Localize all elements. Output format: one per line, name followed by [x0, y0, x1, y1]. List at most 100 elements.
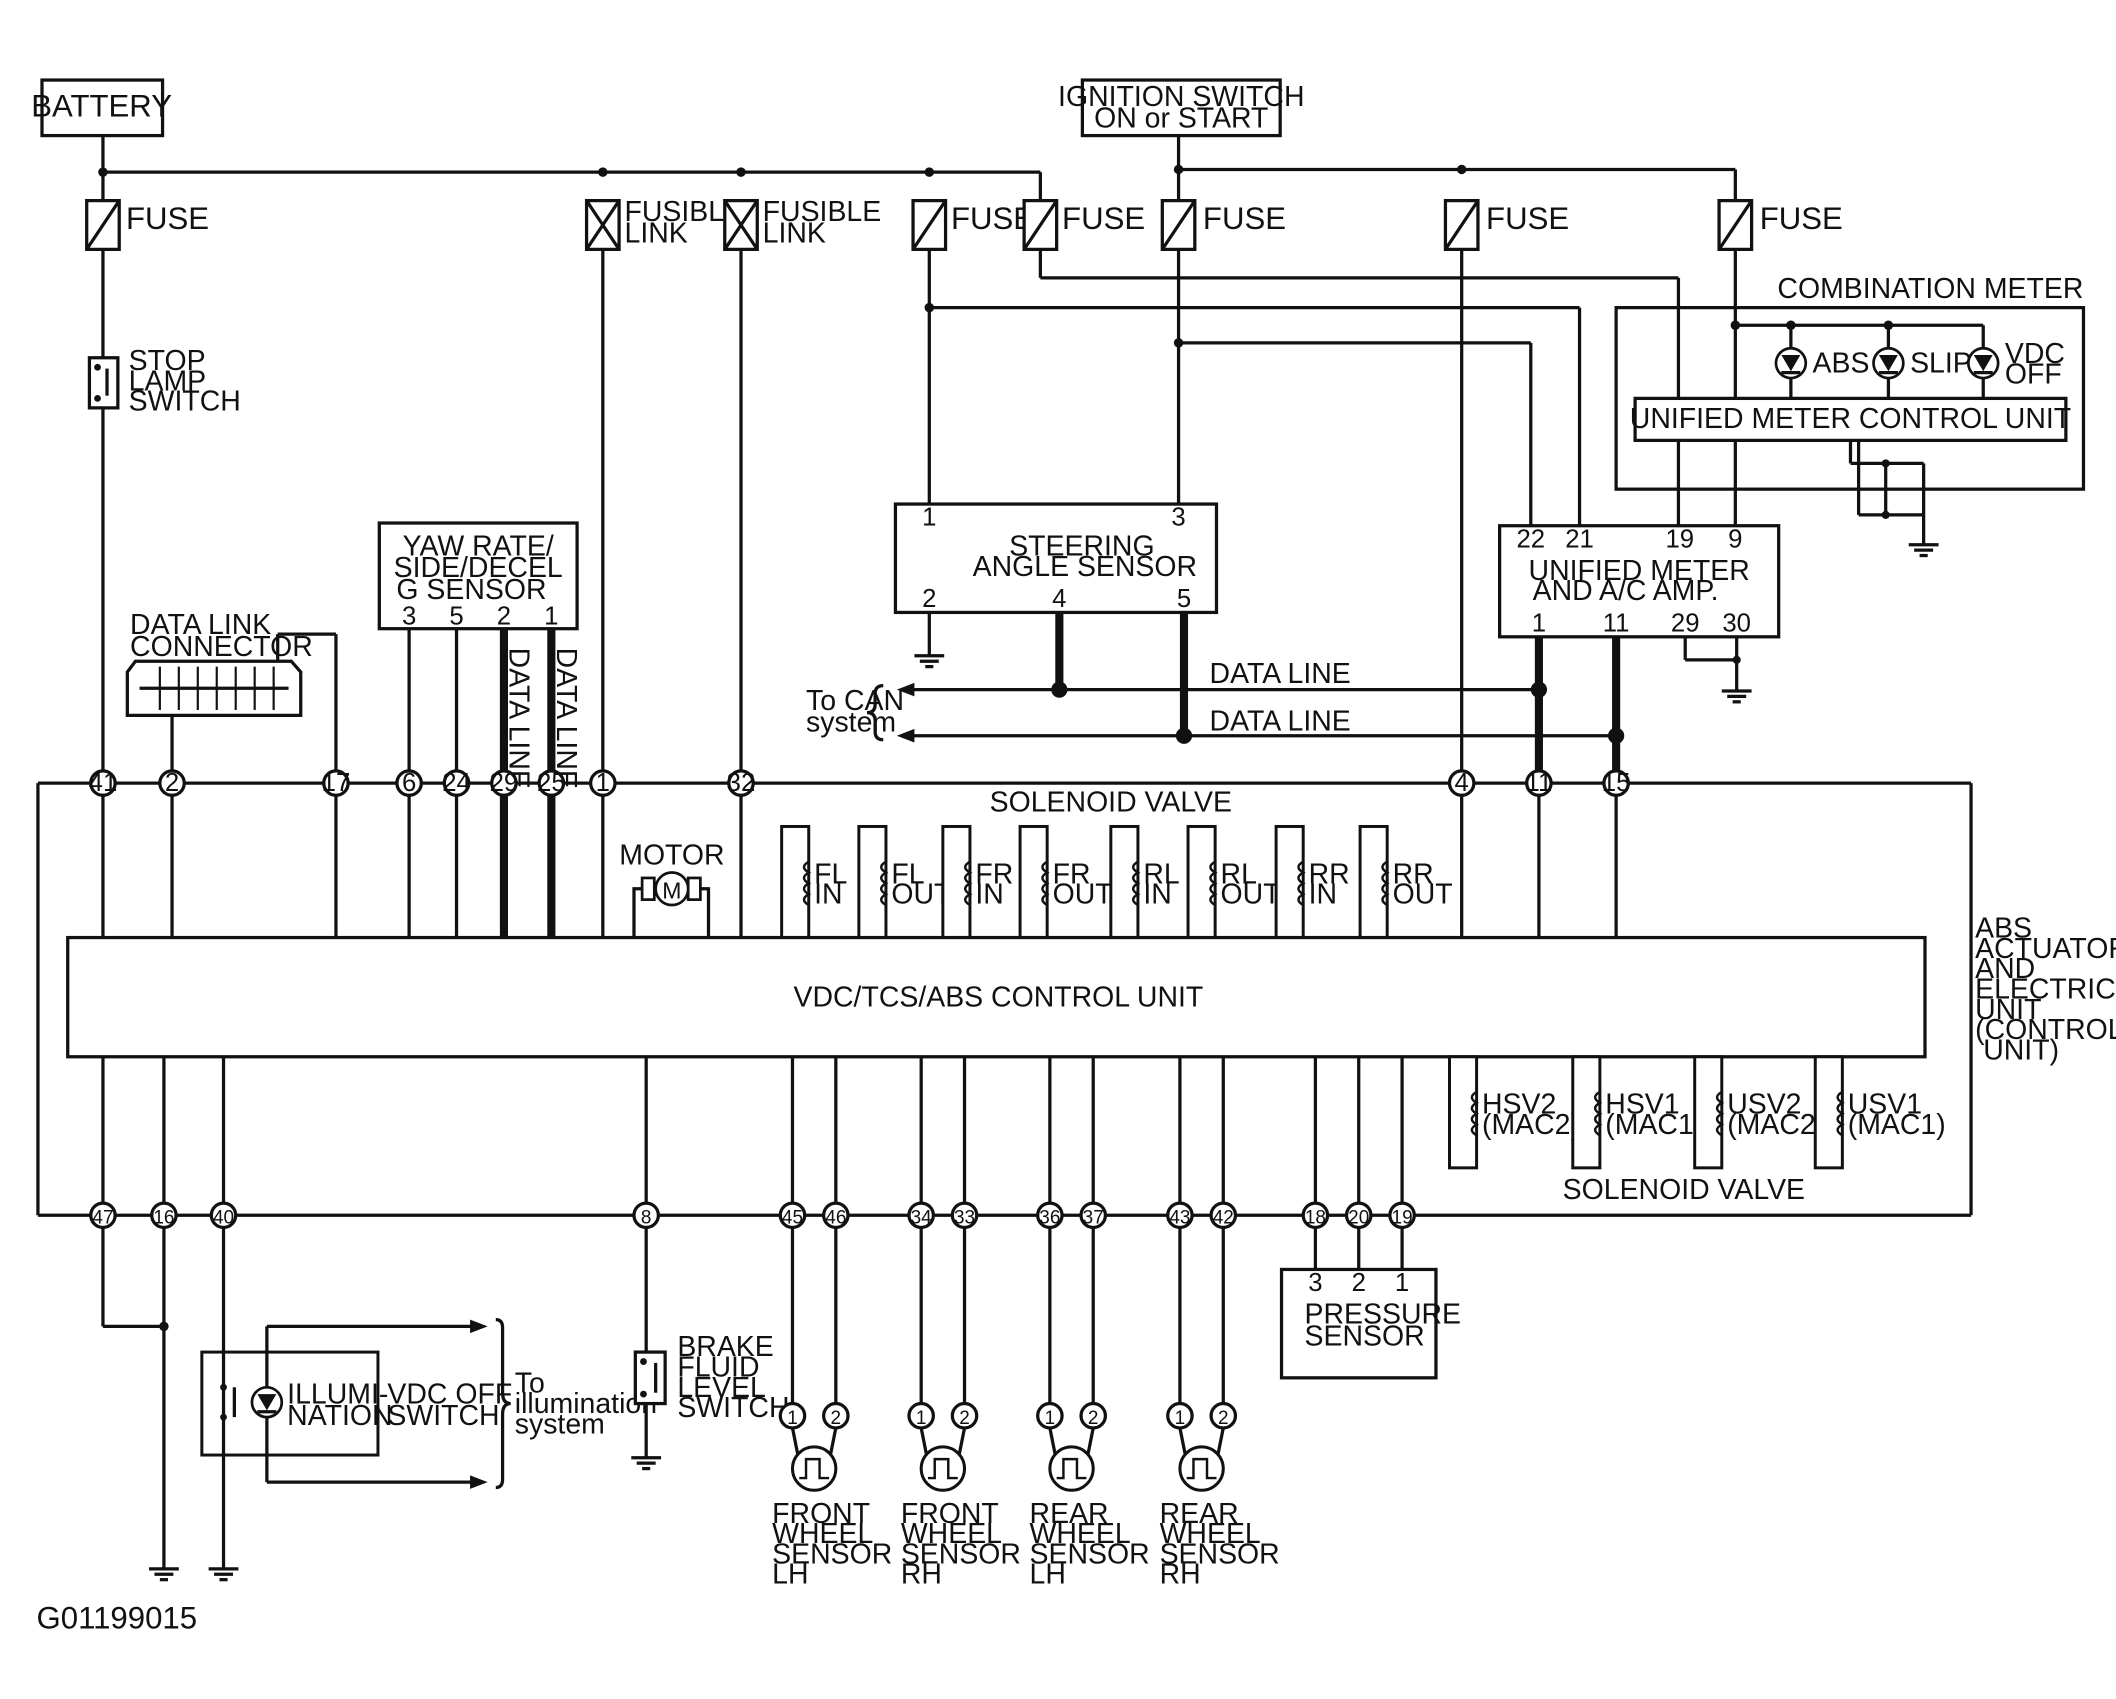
solenoid-coil-icon: RR OUT	[1358, 824, 1453, 940]
sensor-pin: 2	[1088, 1408, 1099, 1429]
brake-fluid-level-switch: BRAKE FLUID LEVEL SWITCH	[631, 1227, 789, 1471]
pulse-sensor-icon	[1048, 1445, 1095, 1492]
connector-pin: 25	[537, 769, 566, 797]
pulse-sensor-icon	[1178, 1445, 1225, 1492]
vdc-off-warning-icon	[1966, 346, 2000, 380]
connector-pin: 19	[1392, 1207, 1413, 1228]
pressure-label-2: SENSOR	[1305, 1320, 1425, 1352]
sensor-label-2: WHEEL	[1160, 1518, 1261, 1550]
uma-pin: 21	[1565, 525, 1594, 553]
yaw-data-line-label: DATA LINE	[550, 648, 582, 789]
power-bus	[98, 135, 1737, 201]
vdc-lamp-label-1: VDC	[2005, 338, 2065, 370]
steer-pin: 1	[922, 504, 936, 532]
connector-pin: 37	[1083, 1207, 1104, 1228]
yaw-pin: 3	[402, 603, 416, 631]
solenoid-coil-icon: FL IN	[780, 824, 847, 940]
fuses: FUSE FUSIBLE LINK FUSIBLE LINK FUSE FUSE…	[85, 196, 1843, 252]
vdc-lamp-label-2: OFF	[2005, 358, 2062, 390]
pressure-pin: 2	[1352, 1269, 1366, 1297]
solenoid-coil-icon: RR IN	[1274, 824, 1350, 940]
valve-label-b: (MAC2)	[1727, 1109, 1825, 1141]
sensor-pin: 1	[787, 1408, 798, 1429]
fusible-label-2: LINK	[763, 218, 826, 250]
stop-lamp-switch: STOP LAMP SWITCH	[87, 249, 241, 784]
sensor-label-1: REAR	[1160, 1498, 1239, 1530]
yaw-rate-sensor: YAW RATE/ SIDE/DECEL G SENSOR 3 5 2 1 DA…	[377, 521, 582, 789]
steer-pin: 4	[1052, 585, 1066, 613]
lower-solenoid-valves: HSV2 (MAC2) HSV1 (MAC1) USV2 (MAC2) USV1…	[1448, 1055, 1946, 1206]
vdc-off-switch-label-2: SWITCH	[387, 1400, 499, 1432]
stop-label-1: STOP	[129, 345, 206, 377]
sensor-label-1: FRONT	[772, 1498, 870, 1530]
supply-wires	[601, 249, 1737, 784]
solenoid-valve-label-2: SOLENOID VALVE	[1563, 1174, 1805, 1206]
motor-icon: M	[662, 877, 681, 903]
fuse-label: FUSE	[1203, 201, 1286, 236]
actuator-label-1: ABS	[1975, 913, 2032, 945]
solenoid-coil-icon: HSV2 (MAC2)	[1448, 1055, 1580, 1170]
sensor-label-2: WHEEL	[1030, 1518, 1131, 1550]
solenoid-coil-icon: RL OUT	[1186, 824, 1281, 940]
connector-pin: 46	[825, 1207, 846, 1228]
uma-pin: 29	[1671, 609, 1700, 637]
fuse-steering: FUSE	[911, 198, 1034, 252]
uma-pin: 1	[1532, 609, 1546, 637]
bottom-pin-row: 47 16 40 8 45 46 34 33 36 37 43 42 18 20…	[89, 1201, 1416, 1230]
valve-label-a: FL	[891, 858, 924, 890]
solenoid-valve-label: SOLENOID VALVE	[990, 787, 1232, 819]
sensor-label-3: SENSOR	[1160, 1538, 1280, 1570]
valve-label-b: OUT	[1053, 879, 1113, 911]
connector-pin: 6	[402, 769, 416, 797]
yaw-label-3: G SENSOR	[396, 574, 546, 606]
fusible-label-1: FUSIBLE	[763, 196, 882, 228]
combination-meter-label: COMBINATION METER	[1777, 273, 2083, 305]
brake-label-3: LEVEL	[677, 1372, 766, 1404]
connector-pin: 43	[1169, 1207, 1190, 1228]
vdc-tcs-abs-control-unit: VDC/TCS/ABS CONTROL UNIT	[66, 935, 1927, 1059]
connector-pin: 1	[596, 769, 610, 797]
steering-label-2: ANGLE SENSOR	[973, 551, 1197, 583]
fuse-label: FUSE	[1760, 201, 1843, 236]
abs-actuator-enclosure: ABS ACTUATOR AND ELECTRIC UNIT (CONTROL …	[36, 781, 2116, 1217]
yaw-pin: 1	[544, 603, 558, 631]
uma-label-1: UNIFIED METER	[1529, 555, 1750, 587]
valve-label-b: OUT	[1393, 879, 1453, 911]
unified-meter-control-unit-label: UNIFIED METER CONTROL UNIT	[1630, 403, 2071, 435]
motor-label: MOTOR	[619, 839, 724, 871]
slip-lamp-label: SLIP	[1910, 348, 1972, 380]
connector-pin: 45	[782, 1207, 803, 1228]
actuator-label-4: ELECTRIC	[1975, 974, 2116, 1006]
data-link-connector: DATA LINK CONNECTOR	[125, 609, 338, 784]
slip-warning-icon	[1872, 346, 1905, 380]
pressure-pin: 1	[1395, 1269, 1409, 1297]
connector-pin: 24	[442, 769, 471, 797]
uma-pin: 11	[1603, 609, 1630, 637]
uma-pin: 19	[1665, 525, 1694, 553]
wheel-sensor-rear-rh: 1 2 REAR WHEEL SENSOR RH	[1160, 1227, 1280, 1591]
steering-angle-sensor: 1 3 STEERING ANGLE SENSOR 2 4 5	[893, 502, 1219, 669]
valve-label-a: RR	[1309, 858, 1350, 890]
ignition-label-2: ON or START	[1094, 102, 1268, 134]
actuator-label-6: (CONTROL	[1975, 1014, 2116, 1046]
actuator-label-3: AND	[1975, 953, 2035, 985]
to-illumination-label-3: system	[515, 1408, 605, 1440]
sensor-label-1: REAR	[1030, 1498, 1109, 1530]
actuator-label-7: UNIT)	[1983, 1034, 2059, 1066]
wheel-sensors: 1 2 FRONT WHEEL SENSOR LH 1 2 FRONT WHEE…	[772, 1227, 1280, 1591]
solenoid-coil-icon: USV1 (MAC1)	[1813, 1055, 1946, 1170]
yaw-label-1: YAW RATE/	[403, 531, 554, 563]
uma-pin: 9	[1728, 525, 1742, 553]
yaw-label-2: SIDE/DECEL	[394, 552, 563, 584]
stop-label-2: LAMP	[129, 365, 206, 397]
steer-pin: 5	[1177, 585, 1191, 613]
steer-pin: 3	[1171, 504, 1185, 532]
valve-label-a: FR	[1053, 858, 1091, 890]
steer-pin: 2	[922, 585, 936, 613]
to-can-label-1: To CAN	[806, 685, 904, 717]
valve-label-a: FL	[814, 858, 847, 890]
can-data-lines: DATA LINE DATA LINE To CAN system	[806, 612, 1625, 784]
connector-pin: 41	[89, 769, 118, 797]
solenoid-coil-icon: RL IN	[1109, 824, 1180, 940]
